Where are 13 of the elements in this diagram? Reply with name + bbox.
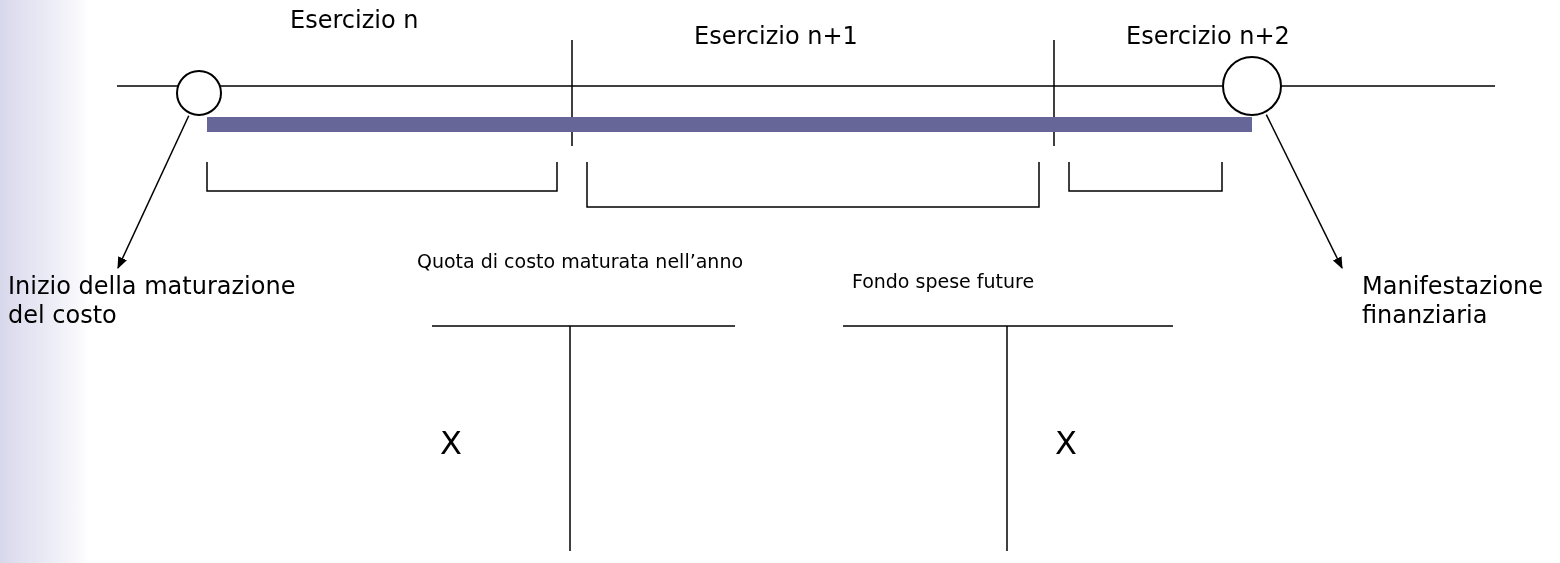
annotation-text: Inizio della maturazione del costo <box>8 272 298 330</box>
arrow <box>117 115 190 270</box>
event-circle <box>176 70 222 116</box>
event-circle <box>1222 56 1282 116</box>
label-text: Esercizio n+1 <box>694 22 859 51</box>
annotation-text: Manifestazione finanziaria <box>1362 272 1552 330</box>
arrow <box>1265 113 1343 270</box>
label-text: Fondo spese future <box>850 270 1036 293</box>
label-text: Quota di costo maturata nell’anno <box>415 250 745 273</box>
label-text: Esercizio n <box>290 6 420 35</box>
label-text: X <box>1055 424 1078 463</box>
label-text: Esercizio n+2 <box>1126 22 1291 51</box>
label-text: X <box>440 424 463 463</box>
